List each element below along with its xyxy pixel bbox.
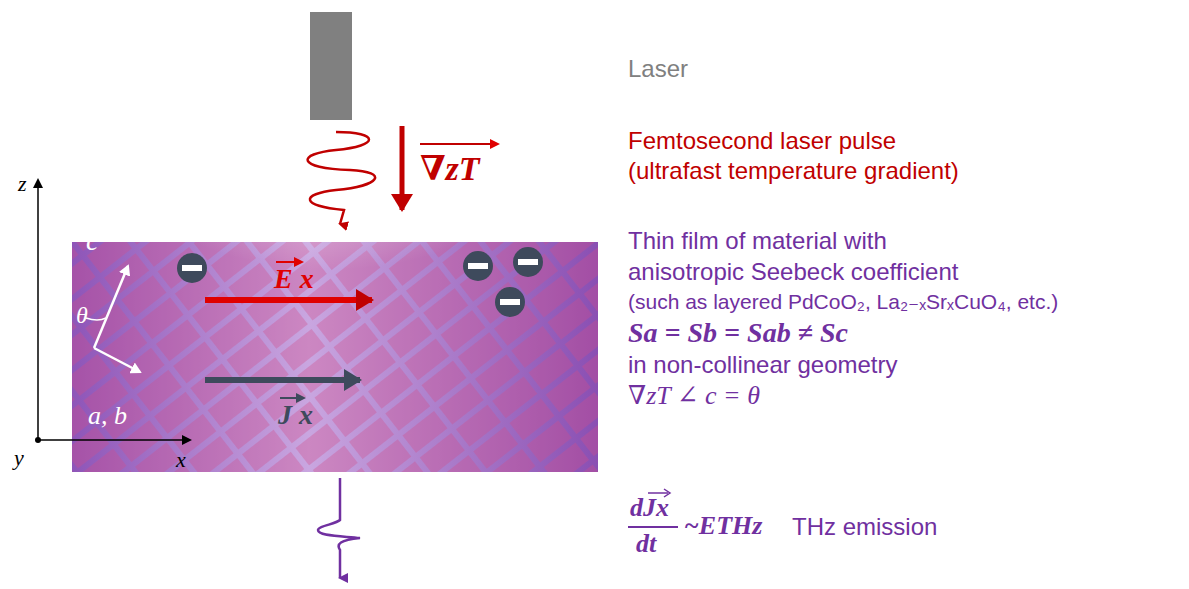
laser-label: Laser: [628, 56, 688, 82]
thin-film: [72, 242, 598, 472]
vector-accent: [276, 261, 302, 263]
formula-part: dJx: [630, 494, 669, 523]
gradient-label: ∇zT: [420, 150, 480, 187]
formula-part: ~ETHz: [684, 512, 762, 541]
crystal-axis-label: c: [86, 226, 98, 257]
thin-film: cθa, bE xJ x: [72, 242, 598, 472]
current-arrow: [205, 377, 360, 383]
seebeck-relation: Sa = Sb = Sab ≠ Sc: [628, 318, 848, 349]
vector-accent: [420, 143, 498, 145]
film-note: in non-collinear geometry: [628, 352, 897, 378]
ab-axis: [94, 348, 140, 372]
pulse-note: (ultrafast temperature gradient): [628, 158, 959, 184]
crystal-axis-label: a, b: [88, 402, 127, 431]
film-note: anisotropic Seebeck coefficient: [628, 259, 958, 285]
laser-body: [310, 12, 352, 120]
formula-part: dt: [636, 530, 656, 559]
y-axis: [35, 437, 41, 443]
vector-accent: [280, 397, 304, 399]
field-arrow: [205, 297, 372, 303]
emission-note: THz emission: [792, 514, 937, 540]
fraction-bar: [628, 526, 678, 528]
axis-label: x: [176, 448, 186, 472]
film-note: Thin film of material with: [628, 228, 887, 254]
axis-label: z: [18, 172, 27, 196]
angle-label: θ: [76, 302, 88, 328]
axis-label: y: [14, 446, 24, 470]
field-label: E x: [274, 264, 314, 295]
laser-pulse: [308, 132, 376, 224]
z-axis: [37, 180, 39, 440]
pulse-note: Femtosecond laser pulse: [628, 128, 896, 154]
c-axis: [94, 266, 128, 348]
film-note: (such as layered PdCoO₂, La₂₋ₓSrₓCuO₄, e…: [628, 290, 1058, 313]
current-label: J x: [278, 400, 313, 431]
angle-arc: [86, 318, 106, 320]
gradient-arrow: [400, 126, 405, 210]
thz-pulse: [318, 478, 360, 578]
x-axis: [38, 439, 190, 441]
geometry-relation: ∇zT ∠ c = θ: [628, 382, 760, 411]
electron: [177, 247, 543, 317]
